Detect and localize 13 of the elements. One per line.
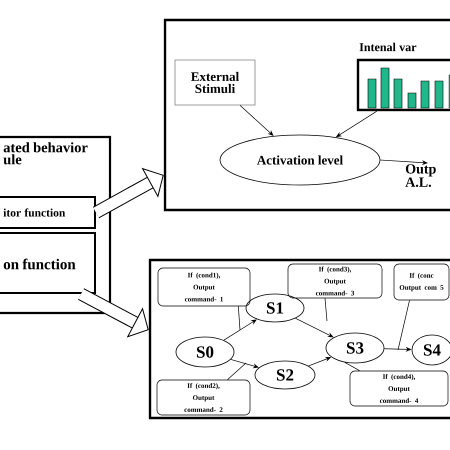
leader-line xyxy=(227,362,246,380)
function-box: on function xyxy=(0,232,96,294)
panel xyxy=(164,18,450,212)
block-arrow xyxy=(92,168,164,218)
leader-line xyxy=(398,300,410,350)
stimuli-box: External Stimuli xyxy=(174,60,256,106)
bar-chart-drawing: Intenal var xyxy=(356,42,450,112)
node-label: Intenal var xyxy=(360,42,416,52)
leader-line xyxy=(238,306,240,330)
leader-line xyxy=(324,298,328,322)
panel xyxy=(148,258,450,420)
function-box: itor function xyxy=(0,196,96,229)
output-label: Outp A.L. xyxy=(405,164,436,187)
